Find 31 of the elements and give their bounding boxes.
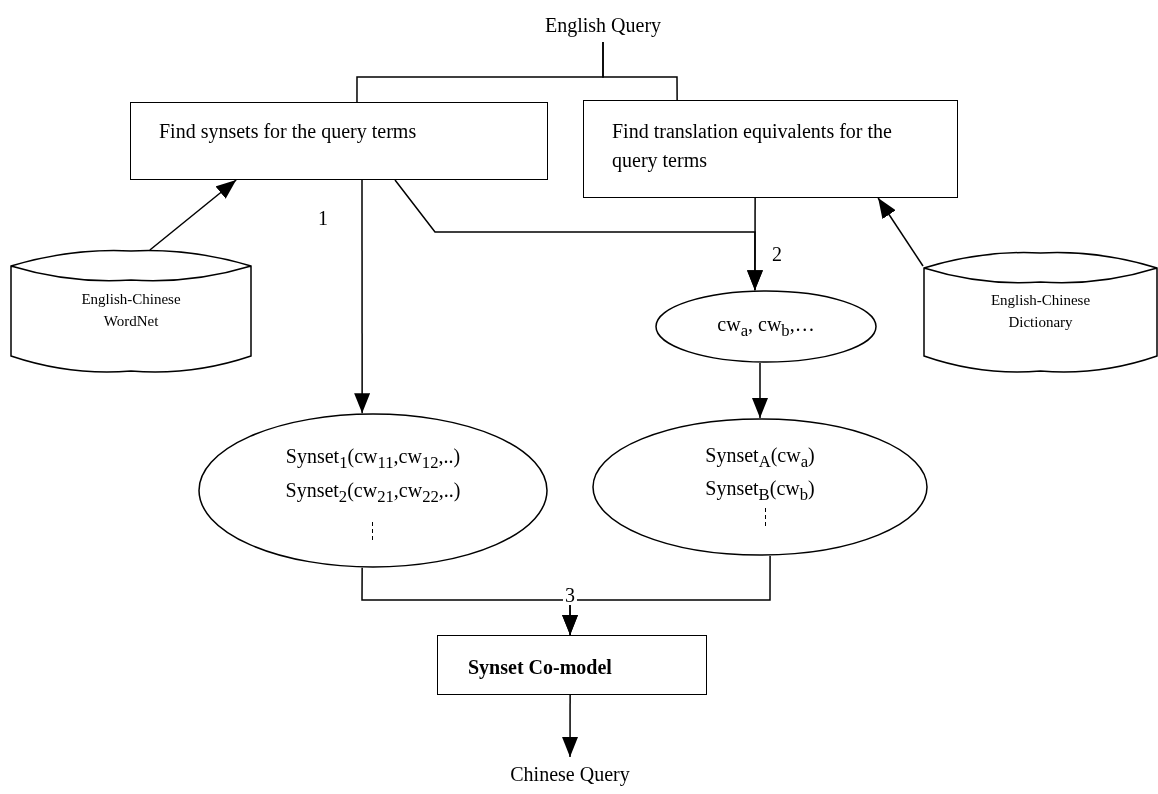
data-ellipse (592, 418, 928, 556)
node-text: cw$_{a}$, cw$_{b}$,… (717, 311, 815, 342)
node-text: Synset$_{1}$(cw$_{11}$,cw$_{12}$,..) (285, 444, 461, 475)
process-box (130, 102, 548, 180)
node-text: English-Chinese Dictionary (989, 291, 1092, 332)
arrow (562, 694, 579, 758)
data-ellipse (198, 413, 548, 568)
node-text: Synset$_{2}$(cw$_{21}$,cw$_{22}$,..) (285, 477, 461, 508)
query-text: English Query (533, 8, 673, 42)
step-number: 1 (316, 208, 330, 228)
node-text: Synset$_{A}$(cw$_{a}$) (705, 442, 815, 473)
database-cylinder (923, 252, 1158, 372)
node-text: Synset$_{B}$(cw$_{b}$) (705, 476, 815, 506)
arrow (877, 197, 924, 267)
arrow (562, 555, 771, 636)
step-number: 3 (563, 585, 577, 605)
data-ellipse (655, 290, 877, 363)
process-box (437, 635, 707, 695)
node-text: English-Chinese WordNet (80, 290, 182, 331)
database-cylinder (10, 250, 252, 372)
arrow (746, 197, 763, 291)
process-box (583, 100, 958, 198)
arrow (149, 179, 237, 251)
arrow (354, 179, 371, 414)
arrow (752, 362, 768, 419)
node-text: Synset Co-model (468, 655, 612, 681)
step-number: 2 (770, 244, 784, 264)
node-text: Find synsets for the query terms (159, 119, 417, 145)
query-text: Chinese Query (505, 757, 635, 791)
node-text: Find translation equivalents for the query terms (612, 119, 893, 174)
connector-line (602, 41, 678, 101)
